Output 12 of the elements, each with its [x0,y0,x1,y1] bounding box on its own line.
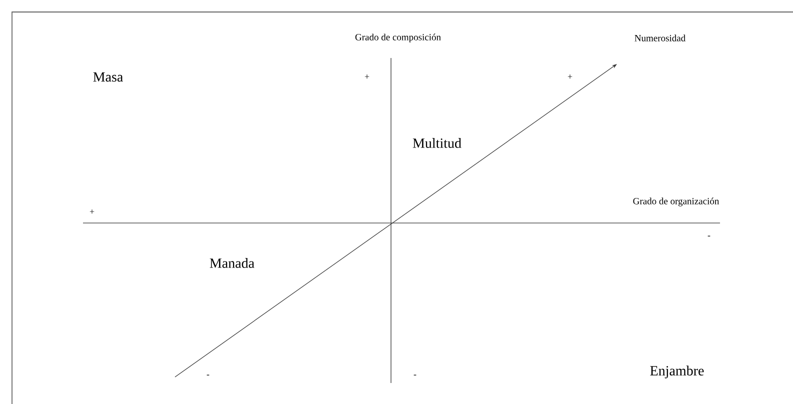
sign-label: + [568,74,572,79]
axis-label: Grado de organización [633,198,720,206]
sign-label: + [364,74,370,79]
sign-label: + [90,209,94,214]
quadrant-label: Multitud [412,138,462,148]
quadrant-label: Enjambre [650,366,704,378]
axis-label: Numerosidad [634,34,686,42]
axis-label: Grado de composición [355,34,441,42]
quadrant-label: Masa [93,72,123,82]
quadrant-label: Manada [210,258,254,268]
sign-label: - [414,374,416,376]
sign-label: - [206,374,210,376]
